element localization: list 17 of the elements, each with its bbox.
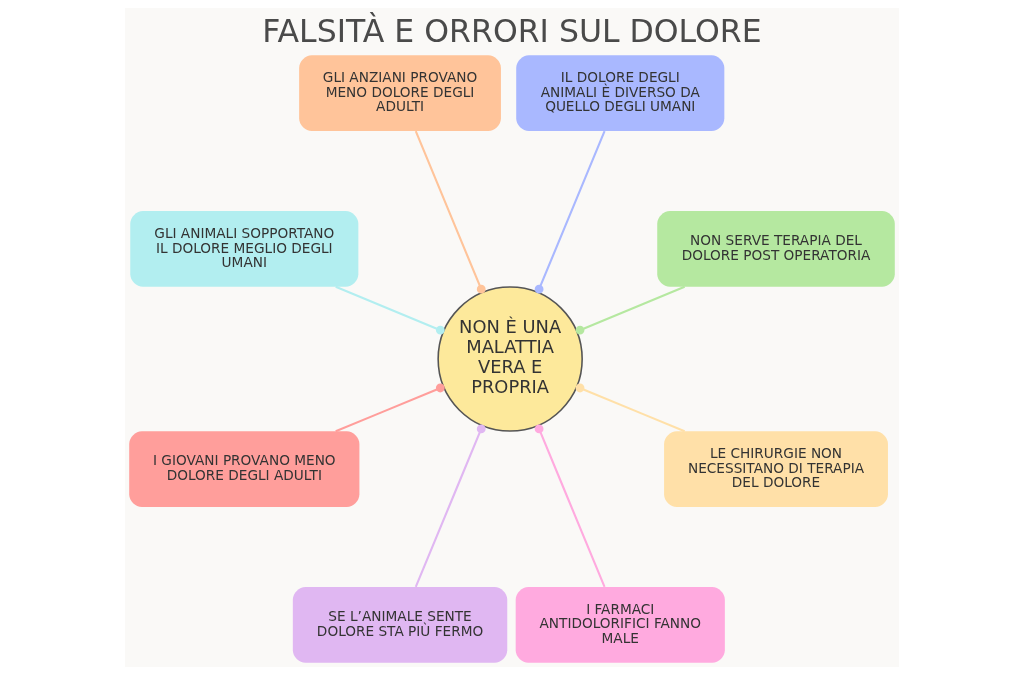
node-box: SE L’ANIMALE SENTE DOLORE STA PIÙ FERMO	[292, 587, 508, 663]
connector	[335, 285, 445, 335]
connector	[414, 130, 486, 294]
node-box: LE CHIRURGIE NON NECESSITANO DI TERAPIA DEL DOLORE	[664, 431, 888, 507]
connector	[335, 383, 445, 433]
connector	[575, 285, 686, 335]
node-box: GLI ANZIANI PROVANO MENO DOLORE DEGLI ADULTI	[299, 55, 501, 132]
node-box: IL DOLORE DEGLI ANIMALI È DIVERSO DA QUELLO DEGLI UMANI	[516, 55, 725, 132]
node-box: I GIOVANI PROVANO MENO DOLORE DEGLI ADULTI	[129, 431, 360, 507]
connector	[534, 130, 606, 294]
connector	[575, 383, 686, 433]
node-box: GLI ANIMALI SOPPORTANO IL DOLORE MEGLIO DEGLI UMANI	[130, 211, 359, 287]
connector	[414, 424, 486, 588]
node-box: I FARMACI ANTIDOLORIFICI FANNO MALE	[515, 587, 725, 663]
diagram-title: FALSITÀ E ORRORI SUL DOLORE	[262, 12, 762, 49]
node-box: NON SERVE TERAPIA DEL DOLORE POST OPERATORIA	[657, 211, 895, 287]
connector	[534, 424, 606, 588]
